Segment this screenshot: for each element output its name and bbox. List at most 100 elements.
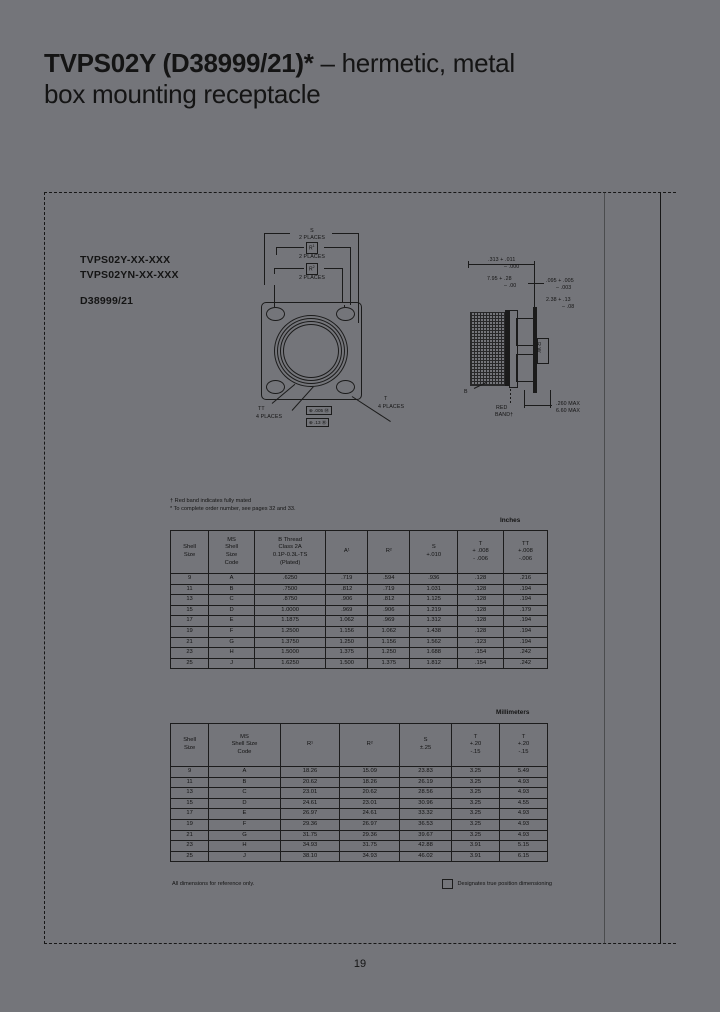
table-cell: .216	[502, 573, 549, 585]
mounting-hole-bl	[266, 380, 285, 394]
table-cell: 5.15	[498, 840, 549, 852]
table-cell: 46.02	[399, 850, 453, 863]
table-cell: 15	[169, 797, 210, 810]
dim-r1-places: 2 PLACES	[298, 254, 326, 260]
front-view-drawing: S 2 PLACES R1 2 PLACES R2 2 PLACES TT 4 …	[252, 228, 418, 450]
table-cell: 13	[169, 594, 210, 606]
table-cell: 36.53	[399, 818, 453, 831]
table-cell: 25	[169, 850, 210, 863]
table-cell: 39.67	[399, 829, 453, 842]
table-cell: 1.2500	[254, 625, 327, 638]
notes-bottom: All dimensions for reference only. Desig…	[172, 879, 552, 889]
table-cell: .128	[457, 573, 504, 585]
table-cell: .812	[367, 594, 411, 606]
tt-label: TT	[258, 406, 265, 412]
table-cell: .812	[325, 583, 369, 596]
table-cell: 1.156	[367, 636, 411, 649]
table-cell: 11	[169, 776, 210, 789]
table-cell: 5.49	[498, 766, 549, 778]
red-band-label: RED	[496, 405, 508, 411]
shell-ring-outer	[274, 315, 348, 387]
note-order-number: * To complete order number, see pages 32…	[170, 506, 296, 512]
table-cell: .128	[457, 625, 504, 638]
column-header: T+.20-.15	[498, 723, 549, 767]
dim-top-inch: .313 + .011	[488, 257, 516, 263]
dim-r2-places: 2 PLACES	[298, 275, 326, 281]
table-cell: 1.3750	[254, 636, 327, 649]
table-cell: 3.25	[451, 829, 500, 842]
fcf-true-position-mm: ⊕ .13 Ⓜ	[306, 418, 330, 427]
table-cell: 1.031	[409, 583, 459, 596]
table-cell: 20.62	[279, 776, 341, 789]
flange-shoulder	[509, 310, 518, 388]
table-cell: 1.812	[409, 657, 459, 670]
dim-max-inch: .260 MAX	[556, 401, 581, 407]
mounting-hole-br	[336, 380, 355, 394]
table-cell: .242	[502, 657, 549, 670]
table-cell: .179	[502, 604, 549, 617]
dim-top-inch-tol: – .000	[504, 264, 520, 270]
units-label-millimeters: Millimeters	[496, 709, 530, 716]
table-cell: 20.62	[339, 787, 401, 799]
table-cell: .7500	[254, 583, 327, 596]
rear-boss	[537, 338, 549, 364]
page-title-line2: box mounting receptacle	[44, 79, 321, 109]
shell-ring-inner	[283, 324, 339, 378]
table-cell: 1.6250	[254, 657, 327, 670]
table-cell: 26.97	[339, 818, 401, 831]
column-header: S±.25	[399, 723, 453, 767]
table-cell: 11	[169, 583, 210, 596]
part-number-line-2: TVPS02YN-XX-XXX	[80, 269, 179, 281]
t-label: T	[384, 396, 388, 402]
side-view-drawing: .313 + .011 – .000 7.95 + .28 – .00 .095…	[462, 250, 618, 435]
dim-right-inch: .095 + .005	[546, 278, 574, 284]
table-cell: F	[208, 818, 281, 831]
t-places: 4 PLACES	[378, 404, 405, 410]
table-cell: 6.15	[498, 850, 549, 863]
column-header: T+.20-.15	[451, 723, 500, 767]
table-cell: .194	[502, 583, 549, 596]
table-cell: 25	[169, 657, 210, 670]
table-cell: 1.156	[325, 625, 369, 638]
table-cell: .6250	[254, 573, 327, 585]
table-cell: E	[208, 615, 256, 627]
units-label-inches: Inches	[500, 517, 521, 524]
rear-face	[533, 307, 537, 393]
table-cell: 3.25	[451, 808, 500, 820]
table-cell: 42.88	[399, 840, 453, 852]
table-cell: .242	[502, 647, 549, 659]
drawing-frame-inner-edge	[604, 192, 605, 944]
table-cell: H	[208, 647, 256, 659]
table-cell: B	[208, 583, 256, 596]
table-cell: 17	[169, 615, 210, 627]
notes-top: † Red band indicates fully mated * To co…	[170, 497, 296, 513]
table-cell: .128	[457, 583, 504, 596]
note-red-band: † Red band indicates fully mated	[170, 498, 252, 504]
dim-right-mm-tol: – .08	[562, 304, 575, 310]
table-cell: 18.26	[279, 766, 341, 778]
table-cell: 26.97	[279, 808, 341, 820]
table-cell: 4.93	[498, 808, 549, 820]
table-cell: .969	[325, 604, 369, 617]
table-cell: J	[208, 850, 281, 863]
table-cell: 1.062	[367, 625, 411, 638]
dim-b-label: B	[464, 389, 468, 395]
page-number: 19	[353, 958, 367, 970]
table-cell: 30.96	[399, 797, 453, 810]
table-cell: .194	[502, 636, 549, 649]
table-cell: 1.219	[409, 604, 459, 617]
drawing-frame-right-edge	[660, 192, 661, 944]
